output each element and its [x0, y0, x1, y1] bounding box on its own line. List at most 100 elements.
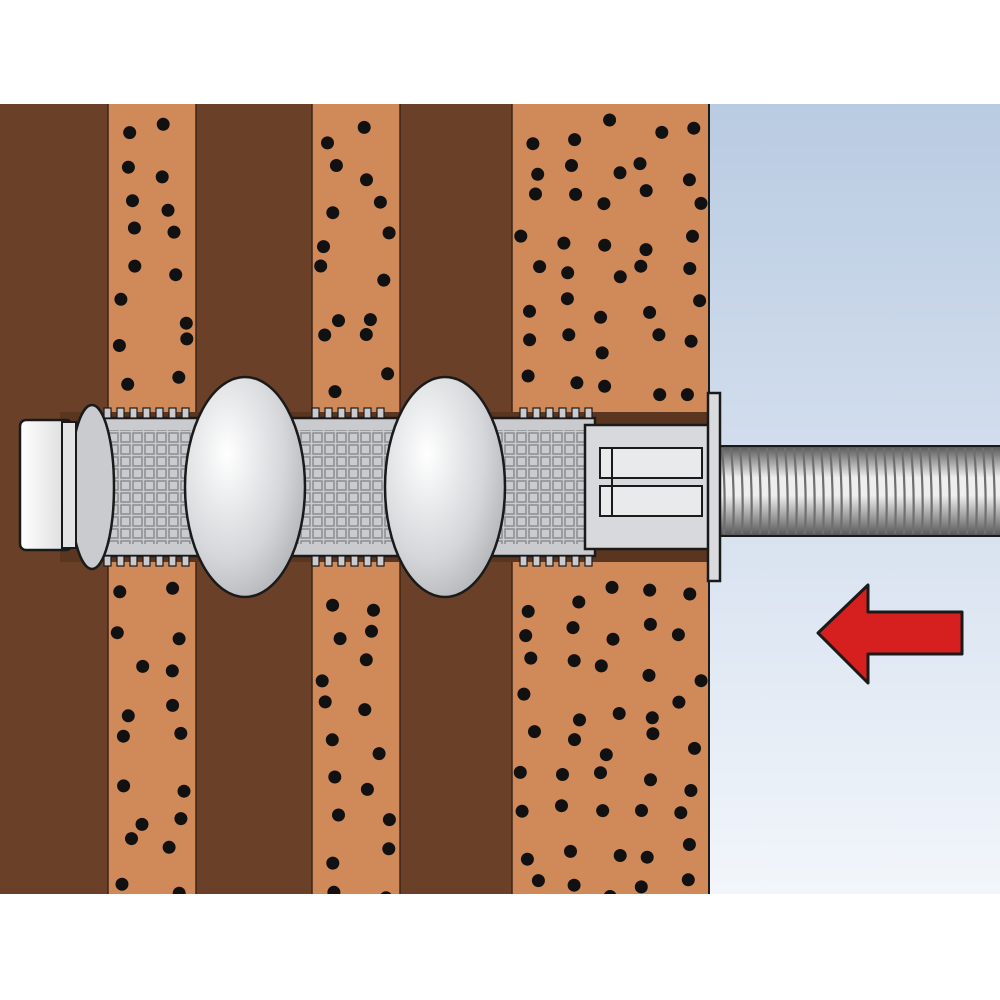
- rod-thread: [738, 447, 744, 535]
- brick-pore: [172, 886, 186, 894]
- brick-pore: [162, 840, 176, 854]
- brick-pore: [372, 747, 386, 761]
- sleeve-rib: [181, 555, 190, 567]
- brick-pore: [135, 817, 149, 831]
- brick-pore: [172, 370, 186, 384]
- brick-pore: [560, 292, 574, 306]
- brick-pore: [321, 136, 334, 150]
- brick-pore: [382, 842, 396, 856]
- brick-pore: [646, 727, 660, 741]
- brick-pore: [568, 733, 581, 747]
- brick-pore: [121, 160, 135, 174]
- end-cap-rim: [61, 421, 77, 549]
- brick-pore: [613, 166, 627, 180]
- sleeve-rib: [116, 407, 125, 419]
- brick-pore: [596, 804, 610, 818]
- brick-pore: [126, 194, 139, 208]
- brick-pore: [562, 328, 576, 342]
- brick-pore: [533, 260, 547, 274]
- brick-pore: [382, 226, 396, 240]
- sleeve-rib: [571, 407, 580, 419]
- sleeve-rib: [142, 555, 151, 567]
- rod-thread: [756, 447, 762, 535]
- brick-pore: [531, 167, 545, 181]
- brick-pore: [114, 292, 128, 306]
- brick-pore: [640, 850, 654, 864]
- brick-pore: [166, 698, 180, 712]
- brick-pore: [125, 832, 138, 846]
- brick-pore: [360, 782, 374, 796]
- brick-pore: [688, 741, 701, 755]
- brick-pore: [332, 808, 345, 822]
- sleeve-rib: [376, 407, 385, 419]
- brick-pore: [594, 310, 608, 324]
- sleeve-rib: [532, 555, 541, 567]
- brick-pore: [569, 187, 583, 201]
- rod-thread: [936, 447, 942, 535]
- brick-pore: [570, 376, 584, 390]
- brick-pore: [686, 229, 699, 243]
- brick-pore: [693, 294, 707, 308]
- sleeve-rib: [103, 407, 112, 419]
- brick-pore: [381, 367, 395, 381]
- brick-pore: [597, 197, 611, 211]
- brick-pore: [180, 332, 194, 346]
- brick-pore: [520, 852, 534, 866]
- brick-pore: [115, 877, 129, 891]
- brick-pore: [513, 765, 527, 779]
- brick-pore: [684, 784, 698, 797]
- sleeve-rib: [103, 555, 112, 567]
- brick-pore: [127, 221, 141, 235]
- sleeve-rib: [558, 555, 567, 567]
- brick-pore: [121, 377, 135, 391]
- brick-pore: [329, 159, 343, 172]
- brick-pore: [643, 305, 657, 319]
- sleeve-rib: [545, 407, 554, 419]
- rod-thread: [945, 447, 951, 535]
- brick-pore: [595, 346, 609, 360]
- brick-pore: [174, 726, 188, 740]
- brick-pore: [687, 121, 701, 135]
- brick-pore: [112, 339, 126, 352]
- brick-pore: [315, 674, 329, 688]
- brick-pore: [325, 733, 339, 747]
- brick-pore: [643, 617, 657, 631]
- brick-pore: [613, 849, 627, 862]
- rod-thread: [990, 447, 996, 535]
- brick-pore: [357, 120, 371, 134]
- brick-pore: [598, 238, 612, 252]
- brick-pore: [117, 779, 131, 793]
- brick-pore: [523, 333, 537, 347]
- brick-pore: [177, 784, 191, 798]
- brick-pore: [166, 581, 180, 595]
- brick-pore: [599, 748, 613, 762]
- rod-thread: [900, 447, 906, 535]
- rod-thread: [765, 447, 771, 535]
- insert-slot-upper: [599, 447, 703, 479]
- sleeve-flange: [706, 391, 722, 583]
- brick-pore: [612, 707, 626, 720]
- rod-thread: [729, 447, 735, 535]
- brick-pore: [359, 328, 373, 341]
- brick-pore: [179, 316, 193, 330]
- brick-pore: [556, 768, 569, 781]
- brick-pore: [523, 304, 536, 318]
- sleeve-rib: [363, 407, 372, 419]
- sleeve-rib: [311, 407, 320, 419]
- brick-pore: [568, 133, 582, 147]
- anchor-sleeve: [18, 375, 722, 599]
- sleeve-rib: [558, 407, 567, 419]
- brick-pore: [121, 709, 135, 723]
- brick-pore: [174, 812, 188, 826]
- brick-pore: [652, 328, 666, 342]
- brick-pore: [326, 856, 340, 870]
- brick-pore: [613, 270, 627, 284]
- brick-pore: [567, 654, 581, 668]
- brick-pore: [155, 170, 169, 184]
- rod-thread: [918, 447, 924, 535]
- brick-pore: [365, 624, 378, 638]
- rod-thread: [810, 447, 816, 535]
- sleeve-rib: [311, 555, 320, 567]
- brick-pore: [328, 770, 342, 784]
